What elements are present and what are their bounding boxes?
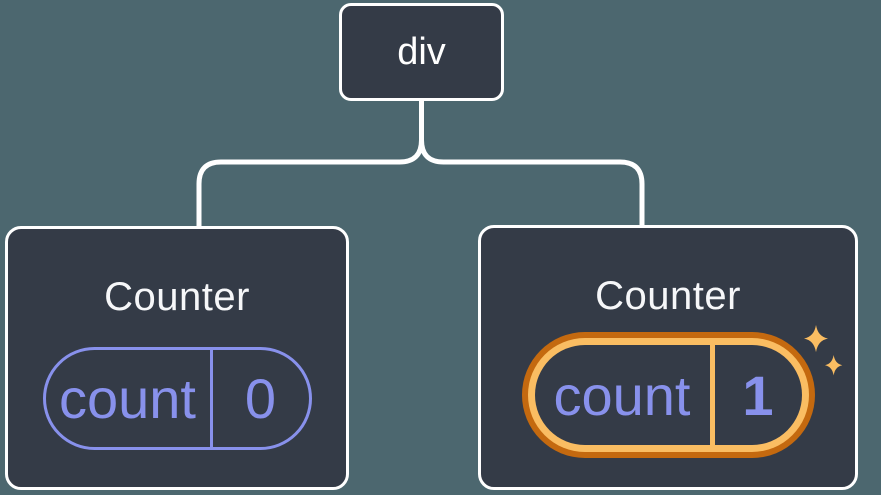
counter-card-left: Counter count 0 — [5, 226, 349, 490]
state-value: 0 — [244, 367, 277, 430]
root-node: div — [339, 3, 504, 101]
root-node-label: div — [397, 30, 446, 73]
pill-divider — [209, 350, 213, 447]
counter-card-right: Counter count 1 — [478, 225, 858, 490]
state-value: 1 — [742, 363, 774, 427]
card-title: Counter — [104, 275, 250, 319]
connector-right-branch — [419, 101, 645, 227]
pill-divider — [709, 345, 715, 445]
highlight-ring-inner: count 1 — [527, 338, 809, 452]
state-pill-highlighted: count 1 — [534, 345, 802, 445]
connector-left-branch — [196, 101, 424, 227]
highlight-ring-outer: count 1 — [521, 332, 815, 458]
state-key: count — [553, 363, 691, 427]
sparkles-icon — [804, 325, 843, 376]
sparkle-small — [825, 355, 843, 376]
sparkle-large — [804, 325, 828, 353]
state-key: count — [59, 367, 196, 430]
card-title: Counter — [595, 274, 741, 318]
state-pill: count 0 — [42, 347, 312, 450]
